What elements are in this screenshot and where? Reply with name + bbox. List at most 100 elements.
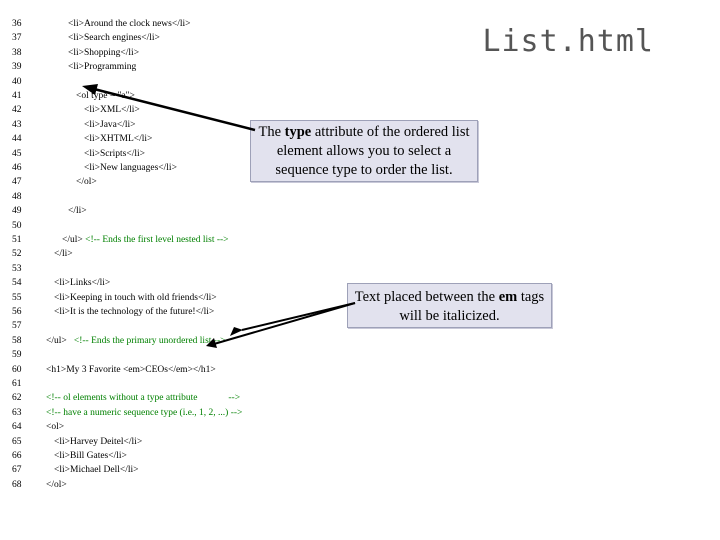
code-line: 38 <li>Shopping</li> — [0, 46, 330, 60]
line-number: 50 — [12, 220, 22, 231]
code-comment: <!-- Ends the first level nested list --… — [85, 235, 229, 245]
code-markup: </ul> — [46, 335, 74, 346]
line-number: 55 — [12, 292, 22, 303]
line-number: 66 — [12, 451, 22, 461]
code-markup: <li>Programming — [68, 62, 137, 73]
code-line: 65 <li>Harvey Deitel</li> — [0, 435, 330, 449]
line-number: 44 — [12, 134, 22, 145]
code-markup: <li>Harvey Deitel</li> — [54, 436, 143, 447]
code-markup: <h1>My 3 Favorite <em>CEOs</em></h1> — [46, 364, 216, 375]
code-text: <li>Keeping in touch with old friends</l… — [54, 291, 217, 305]
line-number: 60 — [12, 364, 22, 375]
code-text: <li>Michael Dell</li> — [54, 463, 138, 477]
code-text: <li>New languages</li> — [84, 161, 177, 175]
code-line: 36 <li>Around the clock news</li> — [0, 17, 330, 31]
code-markup: <li>Michael Dell</li> — [54, 465, 139, 476]
code-markup: <li>It is the technology of the future!<… — [54, 307, 215, 317]
code-line: 55 <li>Keeping in touch with old friends<… — [0, 291, 330, 305]
code-line: 56 <li>It is the technology of the future… — [0, 305, 330, 319]
code-markup: <li>Around the clock news</li> — [68, 19, 191, 29]
code-line: 57 — [0, 319, 330, 333]
callout-text: The — [258, 124, 285, 140]
code-text: <li>Bill Gates</li> — [54, 449, 127, 463]
code-markup: <ol> — [46, 422, 65, 433]
code-markup: <li>XML</li> — [84, 105, 140, 116]
code-line: 52</li> — [0, 247, 330, 261]
code-markup: </ol> — [76, 177, 97, 188]
line-number: 40 — [12, 76, 22, 87]
code-text: <li>Around the clock news</li> — [68, 17, 190, 31]
line-number: 47 — [12, 177, 22, 188]
code-line: 48 — [0, 190, 330, 204]
line-number: 54 — [12, 278, 22, 289]
callout-keyword: em — [498, 289, 518, 305]
code-text: <ol> — [46, 420, 64, 434]
line-number: 37 — [12, 33, 22, 44]
code-text: </ul> <!-- Ends the primary unordered li… — [46, 334, 225, 348]
code-line: 54 <li>Links</li> — [0, 276, 330, 290]
line-number: 68 — [12, 479, 22, 490]
code-text: <li>XML</li> — [84, 103, 140, 117]
line-number: 46 — [12, 163, 22, 173]
code-markup: <li>Bill Gates</li> — [54, 451, 127, 461]
line-number: 59 — [12, 350, 22, 361]
code-markup: <li>Links</li> — [54, 278, 111, 289]
code-text: </ol> — [46, 478, 67, 492]
code-line: 45<li>Scripts</li> — [0, 147, 330, 161]
code-text: </li> — [54, 247, 73, 261]
code-line: 53 — [0, 262, 330, 276]
code-markup: </li> — [54, 249, 73, 260]
em-tag-callout: Text placed between the em tags will be … — [347, 283, 552, 328]
code-markup: <li>Search engines</li> — [68, 33, 160, 44]
line-number: 38 — [12, 47, 22, 58]
code-line: 64<ol> — [0, 420, 330, 434]
code-line: 51 </ul> <!-- Ends the first level nested… — [0, 233, 330, 247]
line-number: 43 — [12, 119, 22, 130]
code-line: 49 </li> — [0, 204, 330, 218]
line-number: 56 — [12, 307, 22, 317]
code-comment: <!-- ol elements without a type attribut… — [46, 393, 241, 404]
line-number: 51 — [12, 235, 22, 245]
line-number: 41 — [12, 91, 22, 101]
code-markup: <li>Shopping</li> — [68, 47, 140, 58]
code-line: 66 <li>Bill Gates</li> — [0, 449, 330, 463]
code-text: <li>Links</li> — [54, 276, 110, 290]
code-text: </li> — [68, 204, 87, 218]
line-number: 48 — [12, 191, 22, 202]
code-line: 47 </ol> — [0, 175, 330, 189]
code-text: <li>Java</li> — [84, 118, 136, 132]
code-text: <li>Shopping</li> — [68, 46, 139, 60]
code-text: <li>Harvey Deitel</li> — [54, 435, 142, 449]
type-attribute-callout: The type attribute of the ordered list e… — [250, 120, 478, 182]
line-number: 53 — [12, 263, 22, 274]
code-line: 59 — [0, 348, 330, 362]
code-line: 42<li>XML</li> — [0, 103, 330, 117]
line-number: 67 — [12, 465, 22, 476]
code-line: 63 <!-- have a numeric sequence type (i.e… — [0, 406, 330, 420]
code-text: <!-- ol elements without a type attribut… — [46, 391, 240, 405]
code-comment: <!-- have a numeric sequence type (i.e.,… — [46, 407, 243, 418]
callout-keyword: type — [284, 124, 312, 140]
line-number: 36 — [12, 19, 22, 29]
code-text: <li>It is the technology of the future!<… — [54, 305, 214, 319]
code-text: </ol> — [76, 175, 97, 189]
line-number: 65 — [12, 436, 22, 447]
line-number: 63 — [12, 407, 22, 418]
line-number: 45 — [12, 148, 22, 159]
code-markup: </ol> — [46, 479, 67, 490]
code-line: 61 — [0, 377, 330, 391]
code-markup: </ul> — [62, 235, 86, 245]
code-line: 40 — [0, 75, 330, 89]
line-number: 49 — [12, 206, 22, 217]
code-markup: <ol type = "a"> — [76, 91, 135, 101]
code-text: <ol type = "a"> — [76, 89, 135, 103]
code-text: </ul> <!-- Ends the first level nested l… — [62, 233, 229, 247]
code-line: 50 — [0, 219, 330, 233]
file-title: List.html — [482, 24, 654, 59]
line-number: 62 — [12, 393, 22, 404]
line-number: 39 — [12, 62, 22, 73]
code-text: <li>Programming — [68, 60, 136, 74]
callout-text: attribute of the ordered list element al… — [275, 124, 470, 178]
code-markup: <li>XHTML</li> — [84, 134, 153, 145]
callout-text: Text placed between the — [354, 289, 499, 305]
